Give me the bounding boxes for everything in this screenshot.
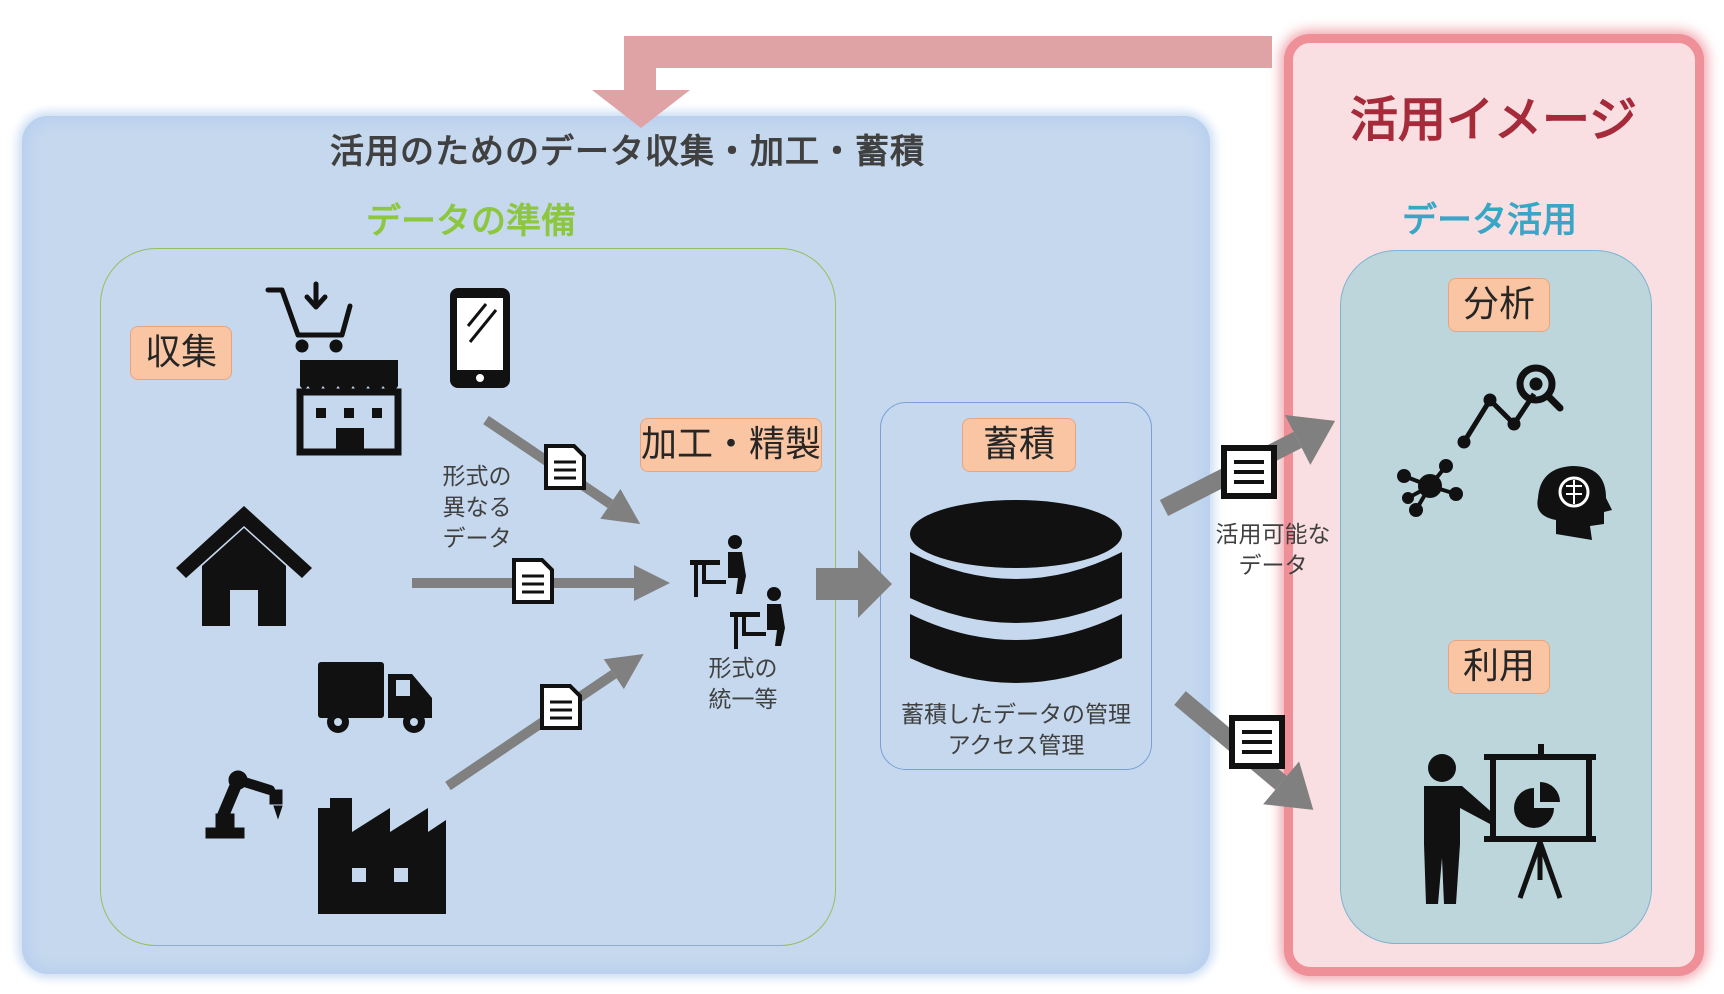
house-icon [176,506,312,626]
robot-arm-icon [205,770,283,839]
data-preparation-title: データの準備 [366,202,577,242]
factory-icon [318,798,446,914]
database-icon [910,500,1122,683]
document-icon [544,444,586,490]
network-icon [1397,459,1463,517]
unify-format-caption: 形式の 統一等 [708,656,778,713]
different-format-caption: 形式の 異なる データ [442,464,512,552]
analyze-tag: 分析 [1448,278,1550,332]
collect-tag: 収集 [130,326,232,380]
brain-head-icon [1537,466,1612,540]
process-tag: 加工・精製 [640,418,822,472]
list-document-icon [1221,445,1277,499]
storage-management-caption: 蓄積したデータの管理 アクセス管理 [901,702,1131,759]
store-icon [296,360,402,456]
main-title: 活用のためのデータ収集・加工・蓄積 [330,132,925,172]
data-usage-title: データ活用 [1402,201,1578,241]
use-tag: 利用 [1448,640,1550,694]
shopping-cart-icon [265,281,353,353]
presentation-icon [1424,744,1596,904]
smartphone-icon [450,288,510,388]
store-tag: 蓄積 [962,418,1076,472]
truck-icon [318,662,432,733]
document-icon [540,684,582,730]
usable-data-caption: 活用可能な データ [1215,522,1331,579]
chart-search-icon [1457,364,1564,449]
workers-icon [690,535,785,649]
document-icon [512,558,554,604]
list-document-icon [1229,715,1285,769]
usage-image-title: 活用イメージ [1350,92,1638,148]
feedback-arrow [592,36,1272,128]
